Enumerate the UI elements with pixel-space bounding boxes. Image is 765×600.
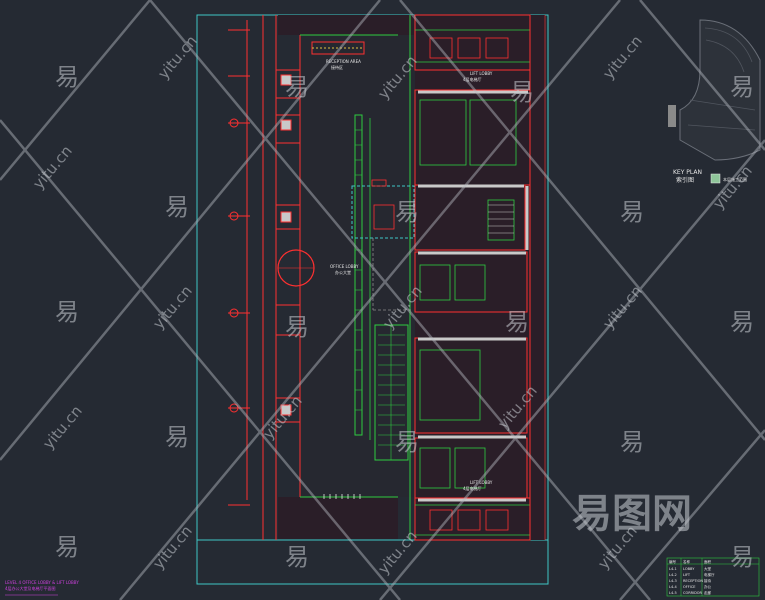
- label-lift-lobby-bottom: LIFT LOBBY: [470, 480, 493, 485]
- watermark-glyph: 易: [395, 198, 419, 226]
- legend-cell: CORRIDOR: [683, 591, 703, 595]
- watermark-glyph: 易: [285, 313, 309, 341]
- label-office-lobby: OFFICE LOBBY: [330, 264, 359, 269]
- key-plan: KEY PLAN 索引图 本层施工范围: [668, 19, 761, 184]
- room-fills: [278, 15, 545, 540]
- column-outlines: [275, 69, 301, 423]
- legend-cell: 走廊: [704, 590, 712, 595]
- legend-cell: RECEPTION: [683, 579, 703, 583]
- footer-note-2: 4层办公大堂及电梯厅平面图: [5, 585, 56, 591]
- watermark-glyph: 易: [285, 73, 309, 101]
- legend-cell: L4-2: [669, 573, 677, 577]
- legend-header-1: 名称: [683, 559, 691, 564]
- lobby-floor: [300, 35, 415, 497]
- key-plan-legend-swatch: [710, 173, 721, 184]
- legend-cell: 接待: [704, 578, 712, 583]
- footer-note-1: LEVEL 4 OFFICE LOBBY & LIFT LOBBY: [5, 580, 79, 585]
- watermark-glyph: 易: [730, 308, 754, 336]
- lifts-top: [429, 37, 509, 59]
- watermark-glyph: 易: [165, 193, 189, 221]
- watermark-text: yitu.cn: [599, 32, 646, 83]
- watermark-glyph: 易: [285, 543, 309, 571]
- watermark-glyph: 易: [55, 533, 79, 561]
- watermark-glyph: 易: [165, 423, 189, 451]
- lifts-bottom: [429, 509, 509, 531]
- watermark-glyph: 易: [505, 308, 529, 336]
- legend-cell: 大堂: [704, 566, 712, 571]
- watermark-glyph: 易: [395, 428, 419, 456]
- bottom-arrows: [323, 494, 361, 499]
- label-lift-lobby-top-cn: 4层电梯厅: [463, 76, 482, 82]
- key-plan-title-cn: 索引图: [676, 176, 694, 184]
- watermark-text: yitu.cn: [39, 402, 86, 453]
- legend-cell: L4-3: [669, 579, 677, 583]
- label-reception-area-cn: 接待区: [331, 64, 343, 70]
- escalator: [374, 324, 409, 461]
- watermark-glyph: 易: [620, 428, 644, 456]
- legend-header-2: 面积: [704, 559, 712, 564]
- legend-table: 编号 名称 面积 L4-1 LOBBY 大堂 L4-2 LIFT 电梯厅 L4-3 RECEP…: [666, 557, 760, 597]
- watermark-brand: 易图网: [572, 491, 692, 537]
- key-plan-legend-note: 本层施工范围: [723, 176, 747, 182]
- watermark-text: yitu.cn: [154, 32, 201, 83]
- label-reception-area: RECEPTION AREA: [326, 59, 361, 64]
- key-plan-title: KEY PLAN: [673, 169, 702, 176]
- right-rooms: [414, 14, 531, 541]
- legend-cell: L4-4: [669, 585, 677, 589]
- legend-cell: LOBBY: [683, 567, 695, 571]
- legend-cell: L4-1: [669, 567, 677, 571]
- watermark-text: yitu.cn: [709, 162, 756, 213]
- legend-header-0: 编号: [669, 559, 677, 564]
- grid-ticks: [228, 29, 250, 506]
- legend-cell: LIFT: [683, 573, 691, 577]
- legend-cell: 电梯厅: [704, 572, 715, 577]
- label-lift-lobby-top: LIFT LOBBY: [470, 71, 493, 76]
- watermark-glyph: 易: [510, 78, 534, 106]
- watermark-glyph: 易: [620, 198, 644, 226]
- watermark-text: yitu.cn: [259, 392, 306, 443]
- watermark-glyph: 易: [55, 298, 79, 326]
- watermark-glyph: 易: [55, 63, 79, 91]
- legend-cell: 办公: [704, 584, 712, 589]
- feature-wall: [354, 114, 363, 436]
- watermark-text: yitu.cn: [599, 282, 646, 333]
- stair-right: [488, 204, 514, 234]
- label-office-lobby-cn: 办公大堂: [335, 269, 351, 275]
- legend-cell: OFFICE: [683, 585, 695, 589]
- watermark-text: yitu.cn: [149, 522, 196, 573]
- watermark-glyph: 易: [730, 73, 754, 101]
- legend-cell: L4-5: [669, 591, 677, 595]
- label-lift-lobby-bottom-cn: 4层电梯厅: [463, 485, 482, 491]
- structural-columns: [280, 74, 292, 416]
- grid-bubbles: [229, 118, 239, 413]
- watermark-glyph: 易: [730, 543, 754, 571]
